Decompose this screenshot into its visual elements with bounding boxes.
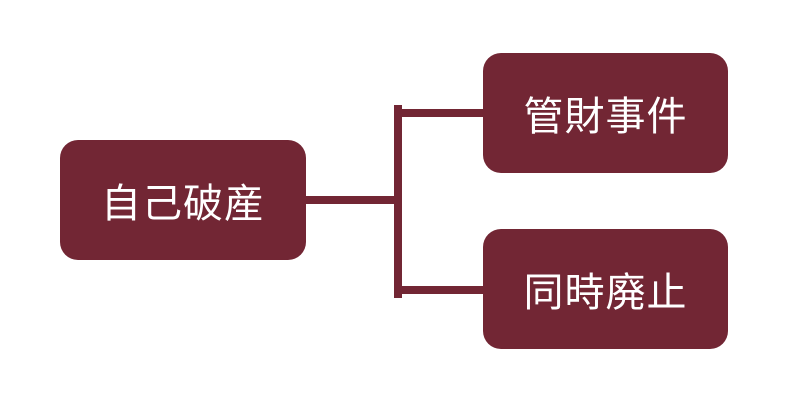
node-root-label: 自己破産 xyxy=(101,181,265,227)
node-branch-top: 管財事件 xyxy=(483,53,728,173)
node-branch-bottom: 同時廃止 xyxy=(483,229,728,349)
node-branch-top-label: 管財事件 xyxy=(523,94,688,140)
node-branch-bottom-label: 同時廃止 xyxy=(523,270,688,316)
node-root: 自己破産 xyxy=(60,140,306,260)
